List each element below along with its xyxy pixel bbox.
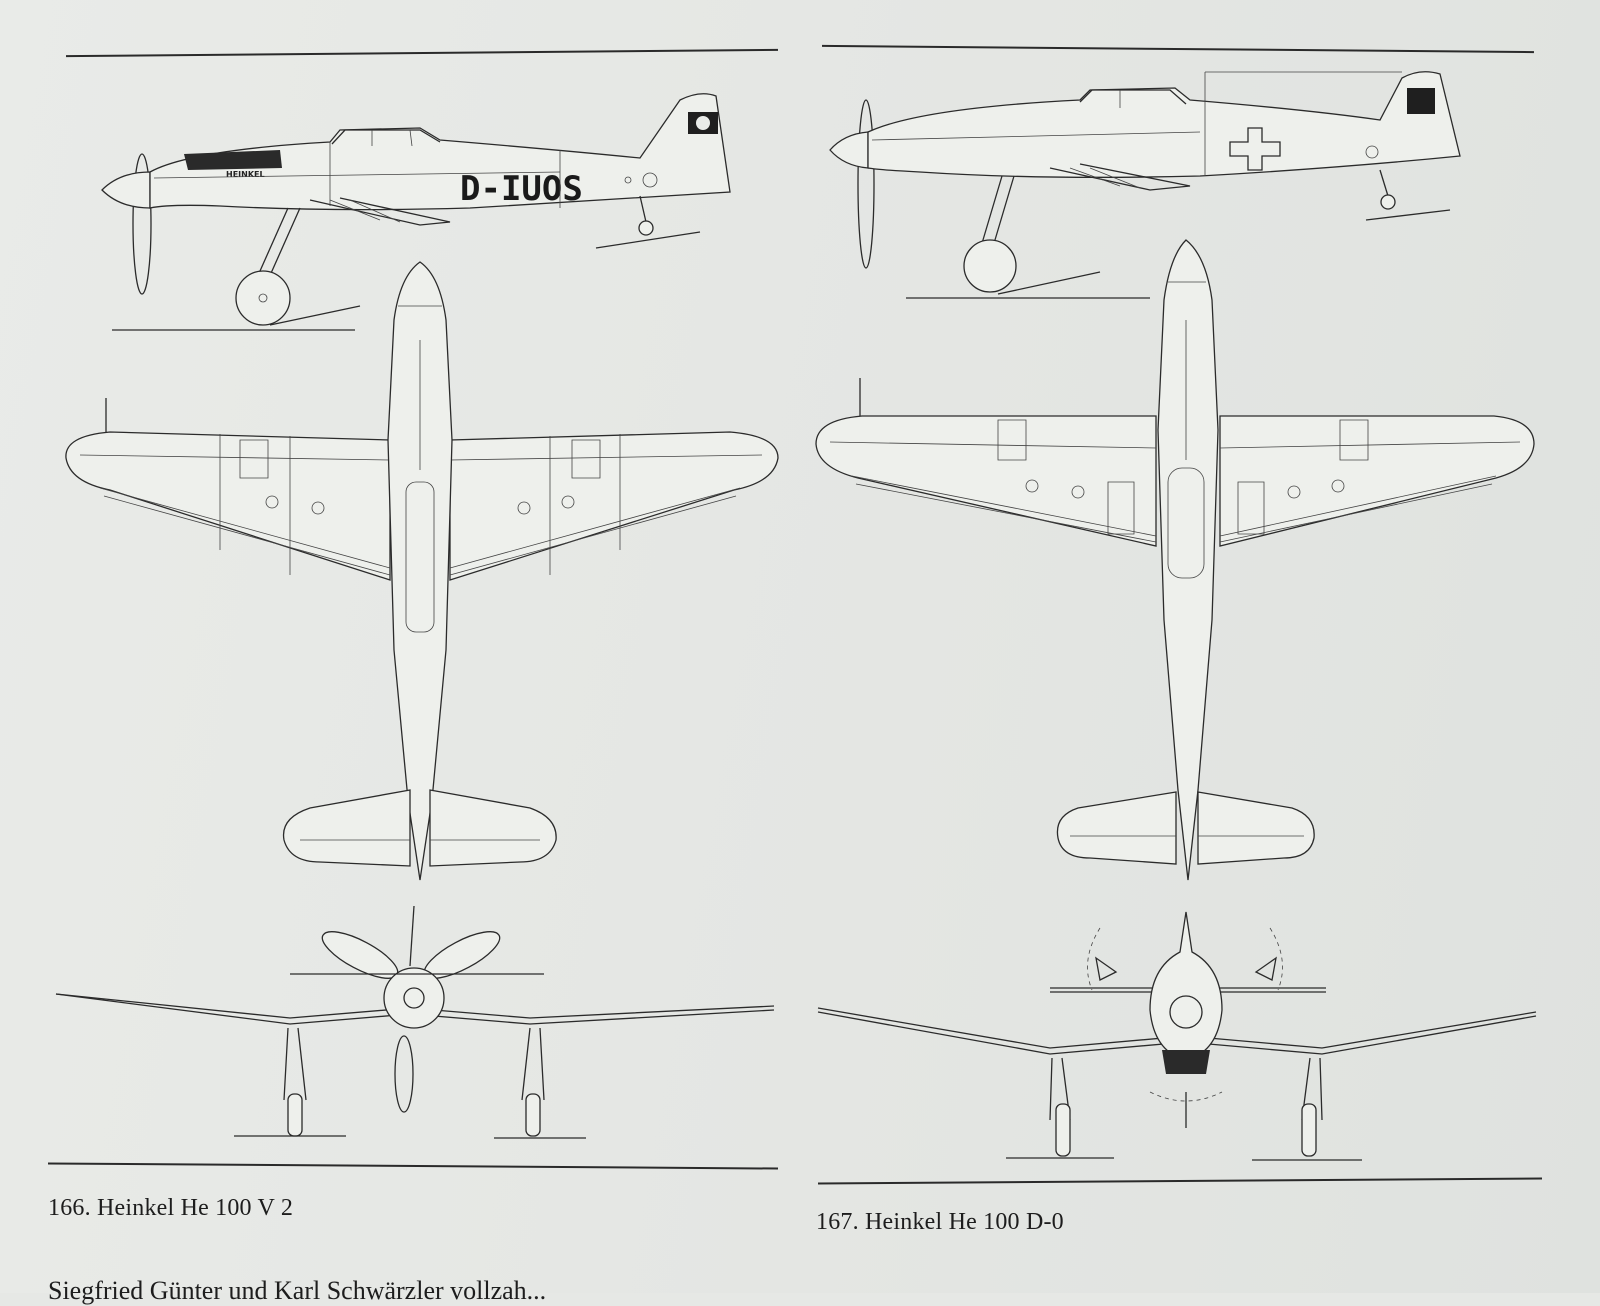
he100-d0-side-view (830, 72, 1460, 298)
maker-label: HEINKEL (226, 170, 265, 179)
figure-caption-167: 167. Heinkel He 100 D-0 (816, 1209, 1064, 1235)
he100-v2-plan-view (66, 262, 778, 880)
he100-v2-side-view: HEINKEL D-IUOS (102, 94, 730, 330)
body-text-cutoff: Siegfried Günter und Karl Schwärzler vol… (48, 1276, 547, 1305)
he100-d0-plan-view (816, 240, 1534, 880)
he100-v2-front-view (56, 906, 774, 1138)
he100-d0-front-view (818, 912, 1536, 1160)
registration-marking: D-IUOS (460, 169, 583, 209)
figure-caption-166: 166. Heinkel He 100 V 2 (48, 1195, 294, 1221)
